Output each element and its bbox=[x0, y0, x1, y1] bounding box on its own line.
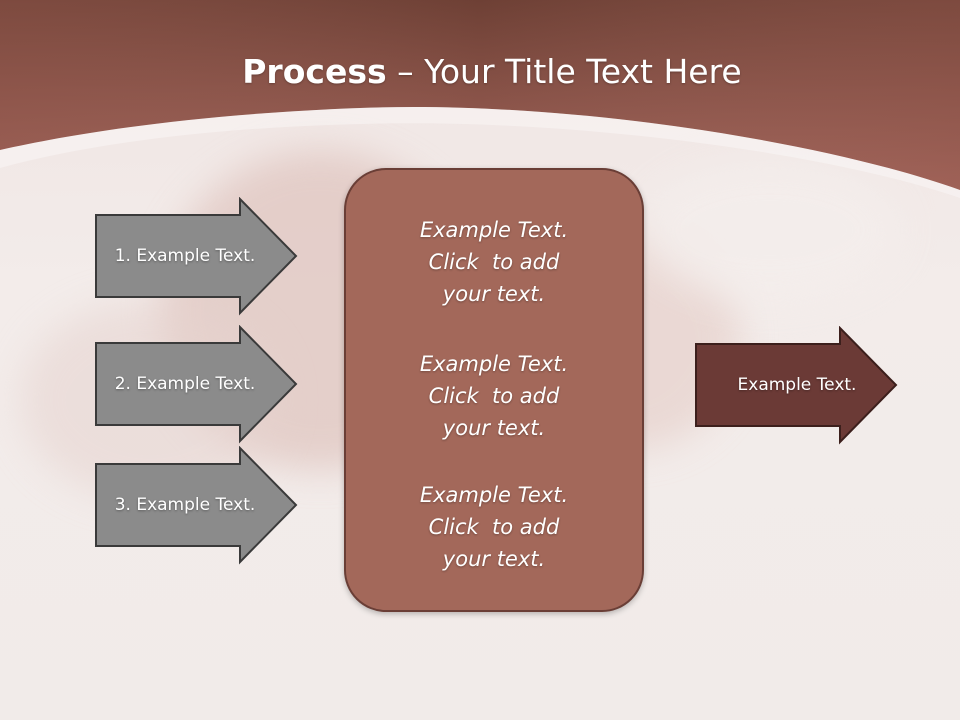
page-title: Process – Your Title Text Here bbox=[0, 52, 960, 91]
process-text-3-line3: your text. bbox=[442, 547, 546, 571]
process-text-1-line2: Click to add bbox=[428, 250, 560, 274]
input-arrow-3[interactable]: 3. Example Text. bbox=[94, 446, 298, 565]
title-bold: Process bbox=[242, 52, 387, 91]
input-arrow-1[interactable]: 1. Example Text. bbox=[94, 197, 298, 316]
process-text-2-line3: your text. bbox=[442, 416, 546, 440]
title-banner bbox=[0, 0, 960, 198]
process-text-1-line1: Example Text. bbox=[419, 218, 569, 242]
title-rest: – Your Title Text Here bbox=[386, 52, 742, 91]
output-arrow-shape bbox=[695, 326, 898, 445]
process-text-1-line3: your text. bbox=[442, 282, 546, 306]
input-arrow-1-label: 1. Example Text. bbox=[114, 246, 256, 266]
input-arrow-3-shape bbox=[95, 446, 298, 565]
input-arrow-2[interactable]: 2. Example Text. bbox=[94, 325, 298, 444]
process-text-block-1[interactable]: Example Text. Click to add your text. bbox=[346, 214, 642, 310]
input-arrow-3-label: 3. Example Text. bbox=[114, 495, 256, 515]
process-text-2-line1: Example Text. bbox=[419, 352, 569, 376]
process-text-3-line2: Click to add bbox=[428, 515, 560, 539]
process-text-block-2[interactable]: Example Text. Click to add your text. bbox=[346, 348, 642, 444]
input-arrow-2-label: 2. Example Text. bbox=[114, 374, 256, 394]
process-text-block-3[interactable]: Example Text. Click to add your text. bbox=[346, 479, 642, 575]
input-arrow-2-shape bbox=[95, 325, 298, 444]
output-arrow[interactable]: Example Text. bbox=[694, 326, 900, 445]
process-text-3-line1: Example Text. bbox=[419, 483, 569, 507]
process-text-2-line2: Click to add bbox=[428, 384, 560, 408]
input-arrow-1-shape bbox=[95, 197, 298, 316]
output-arrow-label: Example Text. bbox=[737, 375, 857, 395]
background-photo-highlight bbox=[640, 160, 900, 300]
process-box[interactable]: Example Text. Click to add your text. Ex… bbox=[344, 168, 644, 612]
